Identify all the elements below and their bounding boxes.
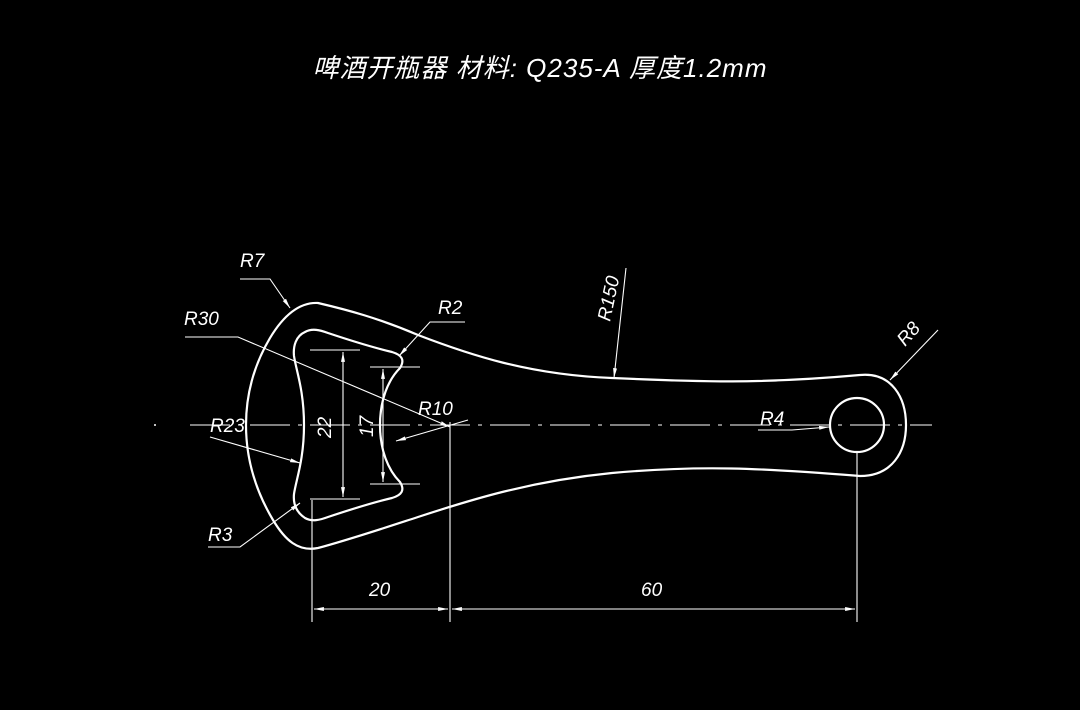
leader-r4 — [758, 425, 830, 431]
label-d22: 22 — [315, 416, 336, 439]
label-r3: R3 — [208, 525, 233, 546]
label-r4: R4 — [760, 409, 784, 430]
label-r23: R23 — [210, 416, 245, 437]
label-d20: 20 — [368, 580, 391, 601]
opener-inner-slot — [292, 328, 404, 522]
label-r10: R10 — [418, 399, 453, 420]
drawing-title: 啤酒开瓶器 材料: Q235-A 厚度1.2mm — [312, 53, 768, 83]
label-r30: R30 — [184, 309, 219, 330]
leader-r3 — [208, 502, 301, 548]
label-r150: R150 — [594, 274, 624, 323]
leader-r10 — [395, 419, 469, 442]
label-d17: 17 — [357, 414, 378, 437]
leader-r23 — [209, 436, 301, 464]
leader-r2 — [398, 321, 465, 357]
label-r8: R8 — [893, 318, 925, 350]
leader-r8 — [889, 329, 939, 381]
label-r7: R7 — [240, 251, 266, 272]
label-d60: 60 — [641, 580, 663, 601]
opener-outer-contour — [244, 301, 908, 550]
leader-r7 — [240, 278, 291, 309]
leader-r30 — [185, 336, 451, 428]
leader-r150 — [613, 267, 627, 379]
label-r2: R2 — [438, 298, 463, 319]
